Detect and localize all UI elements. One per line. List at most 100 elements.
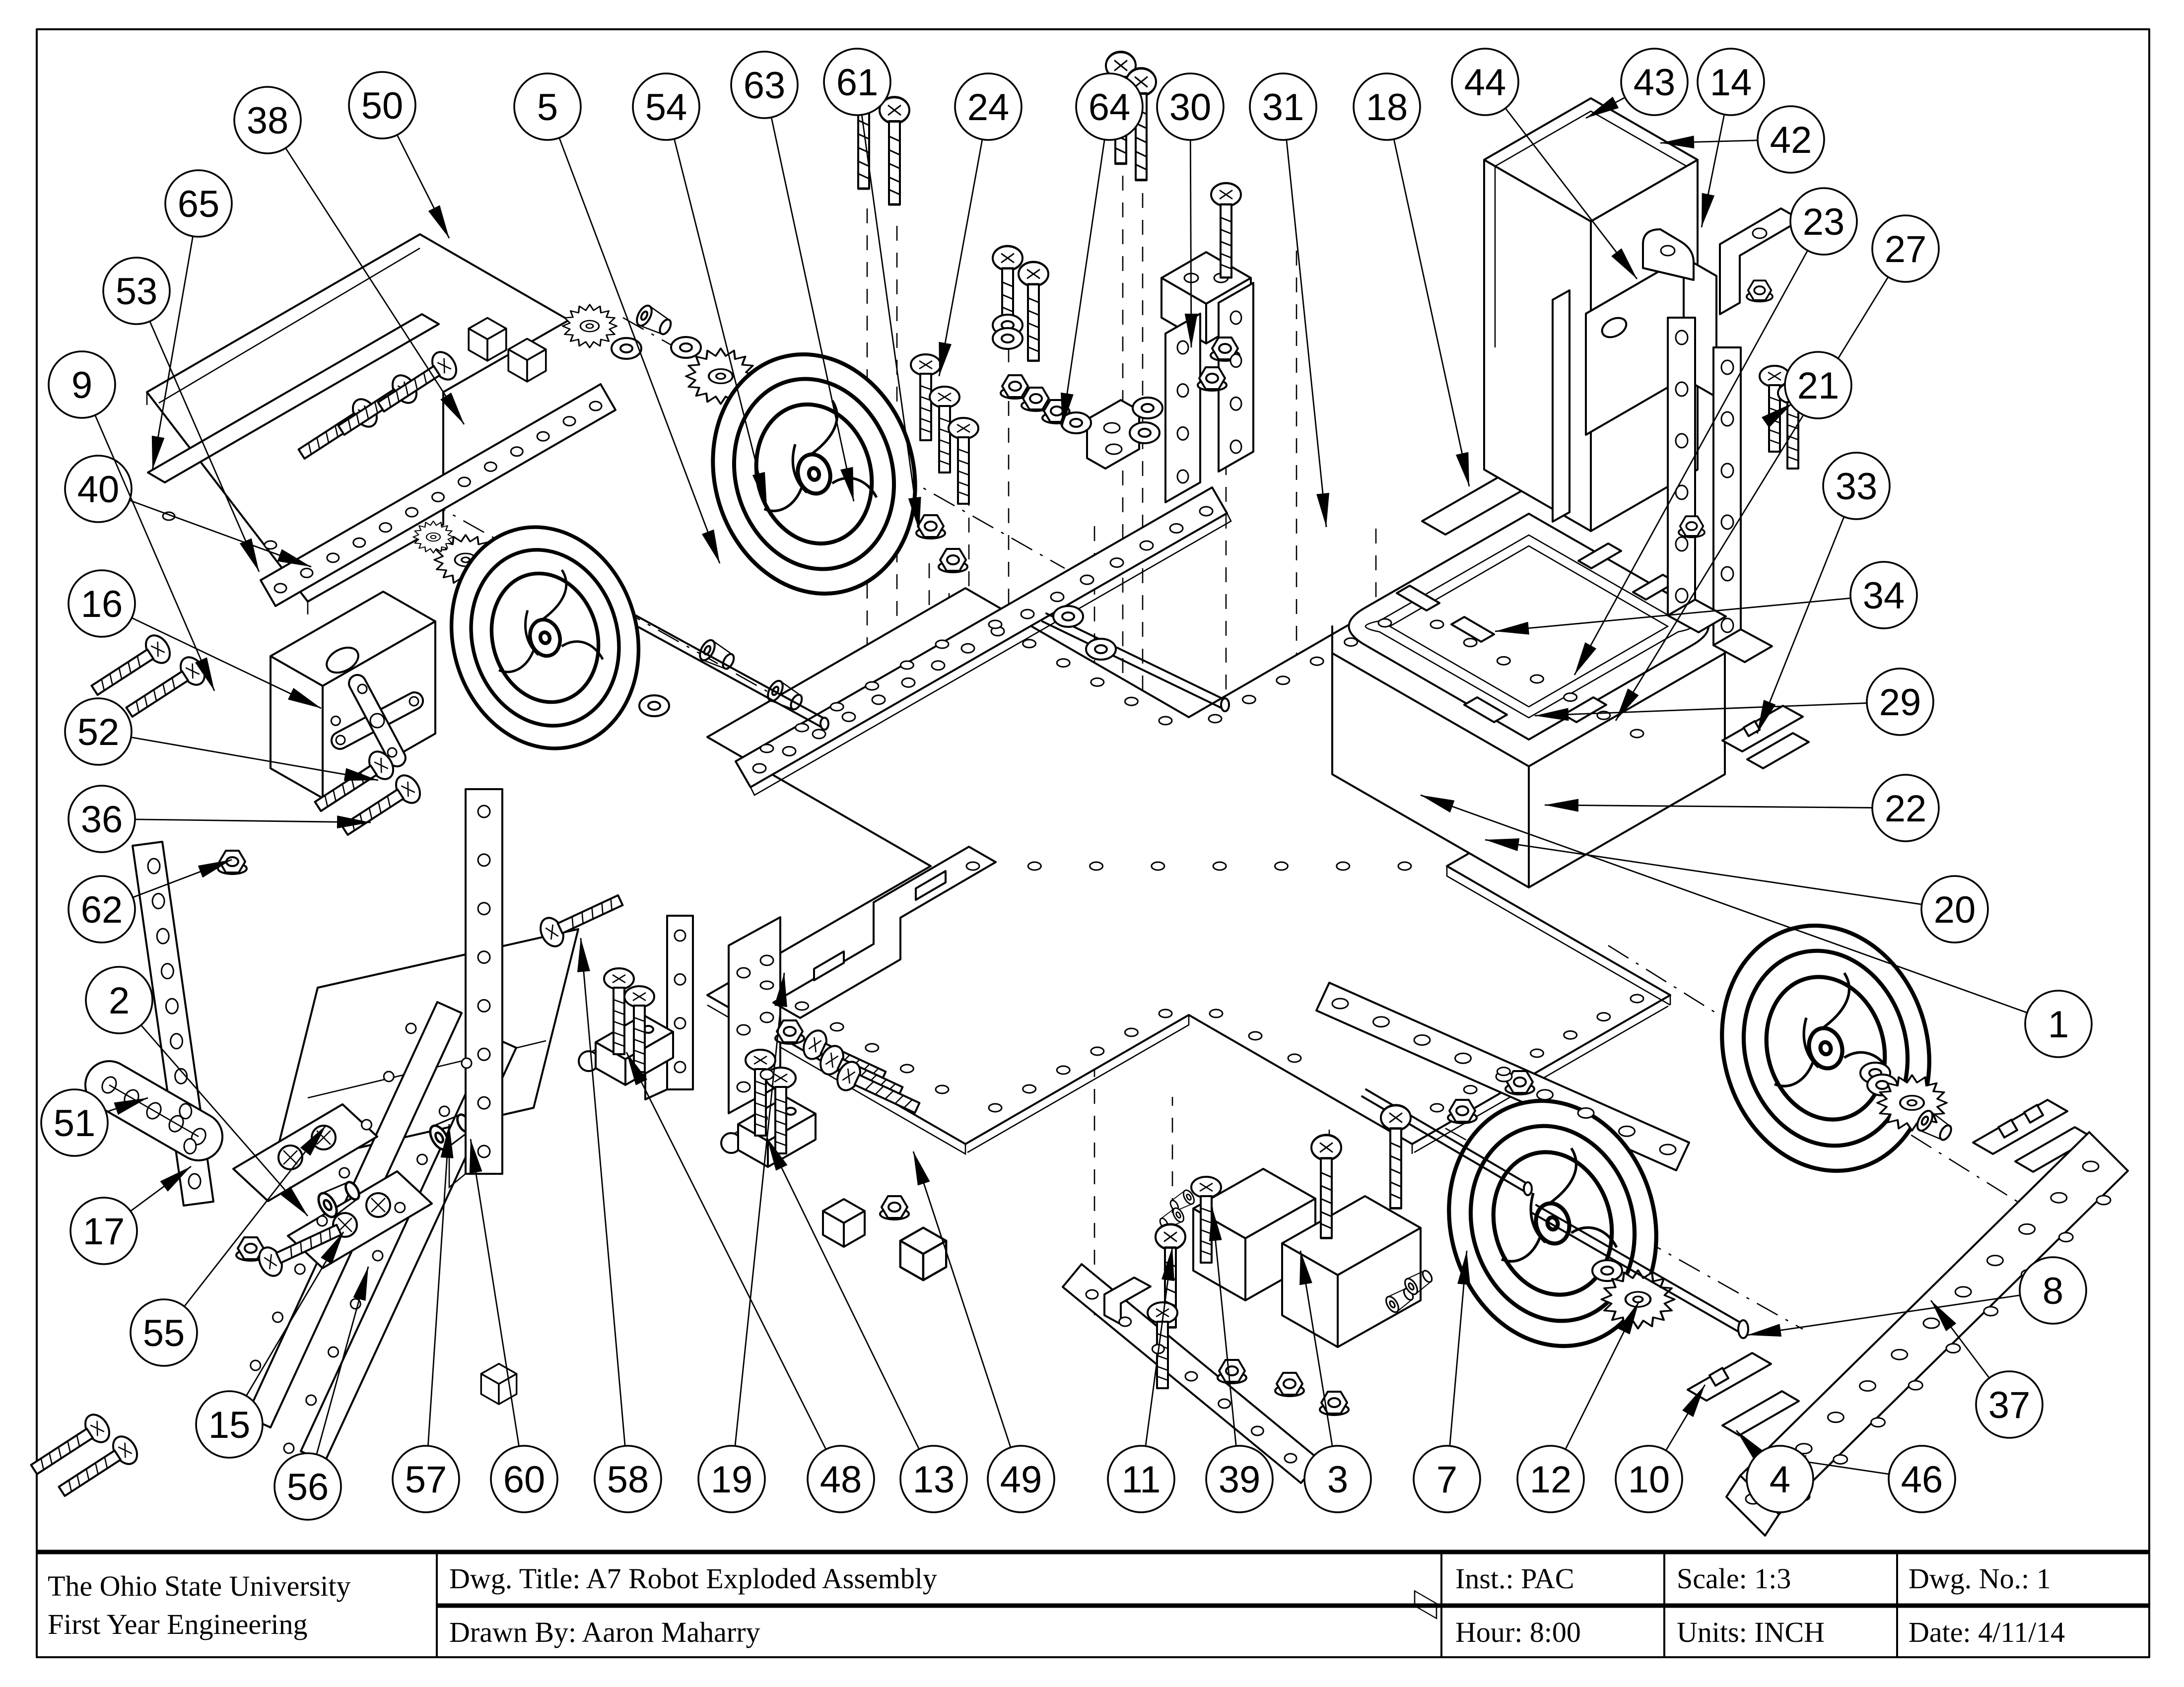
balloon-42 — [1757, 105, 1825, 174]
balloon-number-39: 39 — [1219, 1459, 1261, 1501]
leader-line-33 — [1756, 516, 1845, 734]
balloon-27 — [1871, 214, 1940, 283]
leader-line-50 — [396, 135, 450, 239]
balloon-61 — [823, 48, 891, 116]
wheel-right — [1694, 901, 2094, 1196]
date: Date: 4/11/14 — [1909, 1616, 2065, 1648]
link-plate — [84, 1060, 224, 1161]
balloon-number-57: 57 — [405, 1459, 447, 1501]
balloon-number-51: 51 — [54, 1102, 96, 1145]
leader-line-13 — [766, 1137, 920, 1450]
balloon-number-44: 44 — [1464, 62, 1506, 104]
balloon-50 — [348, 71, 416, 139]
balloon-33 — [1822, 452, 1891, 520]
balloon-number-62: 62 — [81, 889, 123, 931]
balloon-number-8: 8 — [2043, 1270, 2063, 1312]
balloon-number-30: 30 — [1169, 86, 1212, 129]
balloon-number-9: 9 — [71, 364, 92, 406]
balloon-number-3: 3 — [1327, 1459, 1348, 1501]
balloon-number-53: 53 — [116, 270, 158, 313]
balloon-1 — [2024, 990, 2093, 1058]
main-beam-center — [735, 486, 1232, 796]
balloon-22 — [1871, 774, 1940, 842]
balloon-number-54: 54 — [645, 86, 687, 129]
leader-line-57 — [427, 1124, 454, 1446]
balloon-8 — [2019, 1256, 2087, 1325]
servo-left — [270, 591, 436, 799]
wheel-left — [412, 505, 670, 771]
leader-line-23 — [1573, 250, 1808, 675]
perforation-holes — [147, 310, 2112, 1502]
balloon-number-29: 29 — [1879, 681, 1921, 724]
balloon-34 — [1849, 561, 1918, 629]
balloon-number-61: 61 — [836, 62, 879, 104]
balloon-number-5: 5 — [537, 86, 558, 129]
balloon-12 — [1516, 1445, 1585, 1513]
balloon-number-2: 2 — [109, 980, 130, 1022]
leader-line-37 — [1930, 1300, 1990, 1379]
balloon-52 — [64, 697, 133, 766]
balloon-64 — [1075, 72, 1144, 141]
arm-assembly — [232, 928, 579, 1463]
leader-line-9 — [94, 414, 215, 691]
balloon-number-46: 46 — [1901, 1459, 1943, 1501]
channels-right — [1667, 317, 1773, 663]
balloon-9 — [48, 350, 116, 419]
leader-line-52 — [131, 737, 379, 781]
axle-rod — [1531, 1204, 1749, 1339]
leader-line-19 — [734, 972, 787, 1446]
balloon-2 — [85, 966, 153, 1034]
balloon-number-50: 50 — [361, 85, 404, 127]
balloon-7 — [1413, 1445, 1481, 1513]
balloon-number-15: 15 — [208, 1404, 251, 1446]
leader-line-62 — [133, 859, 232, 898]
leader-line-2 — [140, 1024, 309, 1216]
class-hour: Hour: 8:00 — [1455, 1616, 1581, 1648]
instructor: Inst.: PAC — [1455, 1562, 1574, 1595]
balloon-number-19: 19 — [711, 1459, 753, 1501]
balloon-number-60: 60 — [503, 1459, 546, 1501]
leader-line-17 — [130, 1165, 192, 1212]
standoff-block — [900, 1228, 946, 1281]
balloon-30 — [1156, 72, 1225, 141]
leader-line-61 — [861, 115, 921, 532]
balloon-20 — [1920, 875, 1989, 944]
leader-line-11 — [1145, 1246, 1174, 1446]
leader-line-56 — [316, 1266, 369, 1455]
balloon-14 — [1697, 48, 1765, 116]
balloon-19 — [697, 1445, 766, 1513]
balloon-13 — [899, 1445, 968, 1513]
balloon-17 — [69, 1197, 138, 1265]
org-name-line1: The Ohio State University — [48, 1570, 351, 1602]
org-name-line2: First Year Engineering — [48, 1608, 308, 1640]
leader-line-8 — [1747, 1294, 2020, 1337]
leader-line-43 — [1585, 96, 1626, 119]
drawing-number: Dwg. No.: 1 — [1909, 1562, 2051, 1595]
balloon-number-10: 10 — [1628, 1459, 1670, 1501]
standoff-block — [822, 1198, 866, 1248]
balloon-number-52: 52 — [77, 711, 120, 753]
leader-line-60 — [469, 1139, 520, 1447]
drawing-title: Dwg. Title: A7 Robot Exploded Assembly — [449, 1562, 937, 1595]
balloon-18 — [1353, 72, 1421, 141]
units: Units: INCH — [1677, 1616, 1825, 1648]
balloon-number-38: 38 — [247, 100, 289, 142]
balloon-31 — [1249, 72, 1317, 141]
balloon-48 — [807, 1445, 875, 1513]
leader-line-7 — [1449, 1250, 1471, 1446]
balloon-number-33: 33 — [1836, 466, 1878, 508]
balloon-5 — [513, 72, 582, 141]
servo-horn — [330, 674, 424, 768]
balloon-15 — [195, 1390, 264, 1459]
balloon-36 — [68, 785, 136, 853]
balloon-number-21: 21 — [1797, 365, 1840, 407]
axle-rod — [1041, 605, 1230, 712]
leader-line-1 — [1420, 794, 2028, 1013]
balloon-49 — [987, 1445, 1055, 1513]
balloon-number-48: 48 — [820, 1459, 862, 1501]
balloon-24 — [954, 72, 1023, 141]
balloon-38 — [233, 86, 302, 154]
balloon-10 — [1615, 1445, 1683, 1513]
balloon-58 — [594, 1445, 662, 1513]
